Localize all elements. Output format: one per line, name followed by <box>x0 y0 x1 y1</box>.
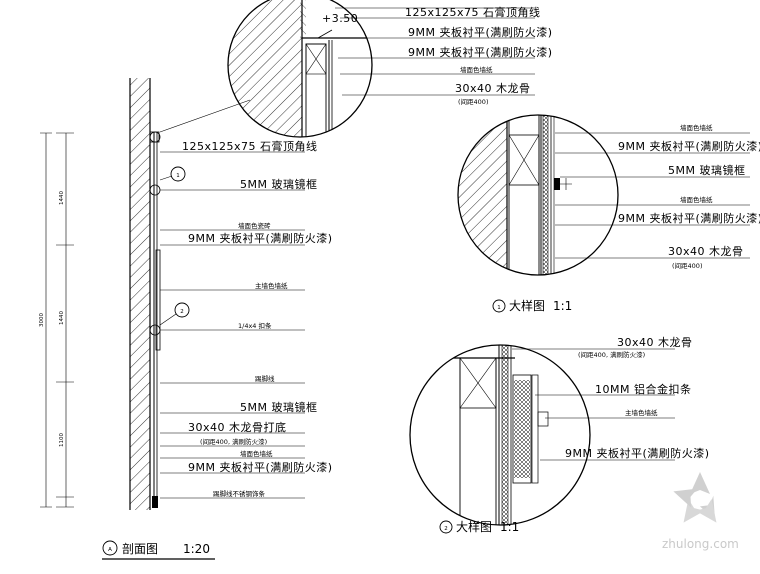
drawing-title: A 剖面图 1:20 <box>102 540 215 560</box>
top-label-batten: 30x40 木龙骨 <box>455 82 531 95</box>
label-cornice: 125x125x75 石膏顶角线 <box>182 139 318 153</box>
label-wallpaper: 主墙色墙纸 <box>255 281 288 290</box>
d2-label-ply: 9MM 夹板衬平(满刷防火漆) <box>565 446 710 460</box>
main-section: 1 2 <box>129 78 251 510</box>
detail2-caption: 大样图 <box>456 519 492 534</box>
detail-2: 30x40 木龙骨 (间距400, 满刷防火漆) 10MM 铝合金扣条 主墙色墙… <box>409 336 710 534</box>
callout-bubble-2 <box>174 302 190 318</box>
svg-text:1: 1 <box>176 173 180 179</box>
title-scale: 1:20 <box>183 542 210 556</box>
label-wallpaper-2: 墙面色墙纸 <box>240 449 273 458</box>
top-label-ply-2: 9MM 夹板衬平(满刷防火漆) <box>408 45 553 59</box>
top-label-cornice: 125x125x75 石膏顶角线 <box>405 5 541 19</box>
label-mirror: 5MM 玻璃镜框 <box>240 177 317 191</box>
detail-1: 墙面色墙纸 9MM 夹板衬平(满刷防火漆) 5MM 玻璃镜框 墙面色墙纸 9MM… <box>457 114 760 313</box>
dim-seg-3: 1100 <box>59 433 65 447</box>
d1-label-ply-2: 9MM 夹板衬平(满刷防火漆) <box>618 211 760 225</box>
d1-label-mirror: 5MM 玻璃镜框 <box>668 163 745 177</box>
d2-label-spacing: (间距400, 满刷防火漆) <box>578 350 645 359</box>
d2-label-batten: 30x40 木龙骨 <box>617 336 693 349</box>
label-batten: 30x40 木龙骨打底 <box>188 420 287 434</box>
section-labels: 125x125x75 石膏顶角线 5MM 玻璃镜框 墙面色瓷砖 9MM 夹板衬平… <box>160 139 333 499</box>
label-mirror-2: 5MM 玻璃镜框 <box>240 400 317 414</box>
detail1-marker <box>492 299 506 313</box>
top-level: +3.50 <box>322 12 358 25</box>
svg-text:A: A <box>108 547 112 553</box>
svg-text:2: 2 <box>444 526 448 532</box>
d1-label-spacing: (间距400) <box>672 262 702 270</box>
dim-seg-2: 1440 <box>59 311 65 325</box>
d1-label-batten: 30x40 木龙骨 <box>668 245 744 258</box>
label-trim: 1/4x4 扣条 <box>238 321 272 330</box>
d1-label-wallpaper: 墙面色墙纸 <box>680 123 713 132</box>
label-tile: 墙面色瓷砖 <box>238 221 271 230</box>
dim-seg-1: 1440 <box>59 191 65 205</box>
label-plywood-2: 9MM 夹板衬平(满刷防火漆) <box>188 460 333 474</box>
svg-text:1: 1 <box>497 305 501 311</box>
d1-label-wallpaper-2: 墙面色墙纸 <box>680 195 713 204</box>
detail2-marker <box>439 520 453 534</box>
label-skirting: 踢脚线 <box>255 374 275 383</box>
d2-label-wallpaper: 主墙色墙纸 <box>625 408 658 417</box>
svg-text:2: 2 <box>180 309 184 315</box>
top-label-wallpaper: 墙面色墙纸 <box>460 65 493 74</box>
callout-bubble-1 <box>170 166 186 182</box>
label-batten-spacing: (间距400, 满刷防火漆) <box>200 437 267 446</box>
d1-label-ply: 9MM 夹板衬平(满刷防火漆) <box>618 139 760 153</box>
top-label-ply-1: 9MM 夹板衬平(满刷防火漆) <box>408 25 553 39</box>
wall-hatch <box>130 78 150 510</box>
label-stainless: 踢脚线不锈钢饰条 <box>213 489 266 498</box>
d2-label-trim: 10MM 铝合金扣条 <box>595 382 691 396</box>
detail1-caption: 大样图 <box>509 298 545 313</box>
label-plywood: 9MM 夹板衬平(满刷防火漆) <box>188 231 333 245</box>
detail1-scale: 1:1 <box>553 299 572 313</box>
dim-total: 3000 <box>39 313 45 327</box>
dimension-chain: 1440 1440 1100 3000 <box>39 132 74 508</box>
watermark-text: zhulong.com <box>662 537 739 551</box>
title-text: 剖面图 <box>122 542 158 556</box>
detail2-scale: 1:1 <box>500 520 519 534</box>
watermark-logo <box>673 472 717 523</box>
title-marker <box>102 540 118 556</box>
watermark: zhulong.com <box>662 472 739 551</box>
top-label-spacing: (间距400) <box>458 98 488 106</box>
